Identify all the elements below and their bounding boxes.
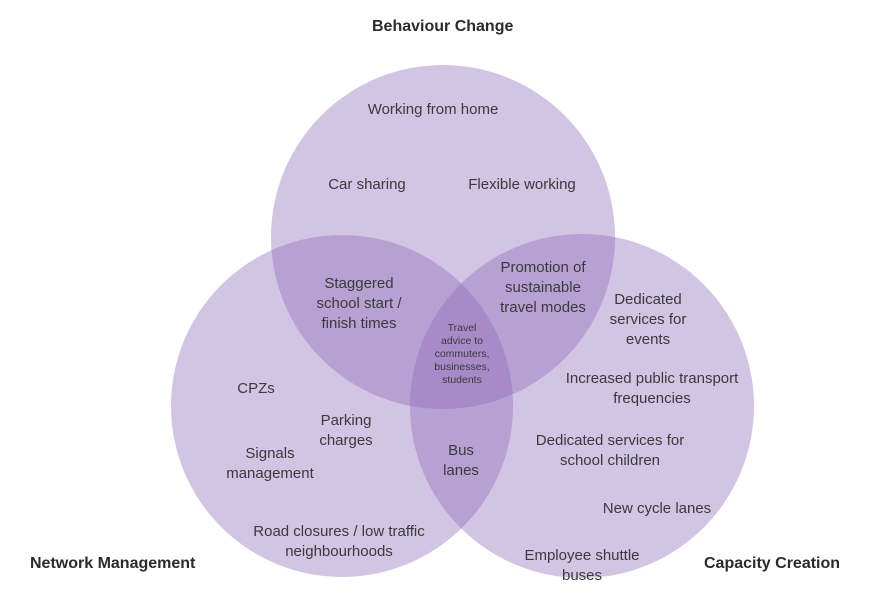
- circle-capacity-creation: [410, 234, 754, 578]
- item-working-from-home: Working from home: [367, 101, 499, 118]
- item-dedicated-school: Dedicated services for school children: [535, 432, 685, 469]
- item-parking-charges: Parking charges: [319, 412, 373, 449]
- item-travel-advice: Travel advice to commuters, businesses, …: [434, 322, 490, 386]
- set-label-network: Network Management: [30, 555, 196, 572]
- item-employee-shuttle: Employee shuttle buses: [524, 547, 640, 584]
- item-signals-management: Signals management: [226, 445, 314, 482]
- item-road-closures: Road closures / low traffic neighbourhoo…: [253, 523, 425, 560]
- item-flexible-working: Flexible working: [468, 176, 576, 193]
- item-car-sharing: Car sharing: [328, 176, 406, 193]
- item-new-cycle-lanes: New cycle lanes: [602, 500, 712, 517]
- item-dedicated-events: Dedicated services for events: [609, 291, 687, 348]
- item-promotion-sustainable: Promotion of sustainable travel modes: [500, 259, 586, 316]
- item-increased-pt: Increased public transport frequencies: [565, 370, 739, 407]
- item-staggered-school: Staggered school start / finish times: [316, 275, 402, 332]
- item-cpzs: CPZs: [237, 380, 275, 397]
- circle-behaviour-change: [271, 65, 615, 409]
- set-label-behaviour: Behaviour Change: [372, 18, 514, 35]
- circle-network-management: [171, 235, 513, 577]
- set-label-capacity: Capacity Creation: [704, 555, 841, 572]
- item-bus-lanes: Bus lanes: [443, 442, 479, 479]
